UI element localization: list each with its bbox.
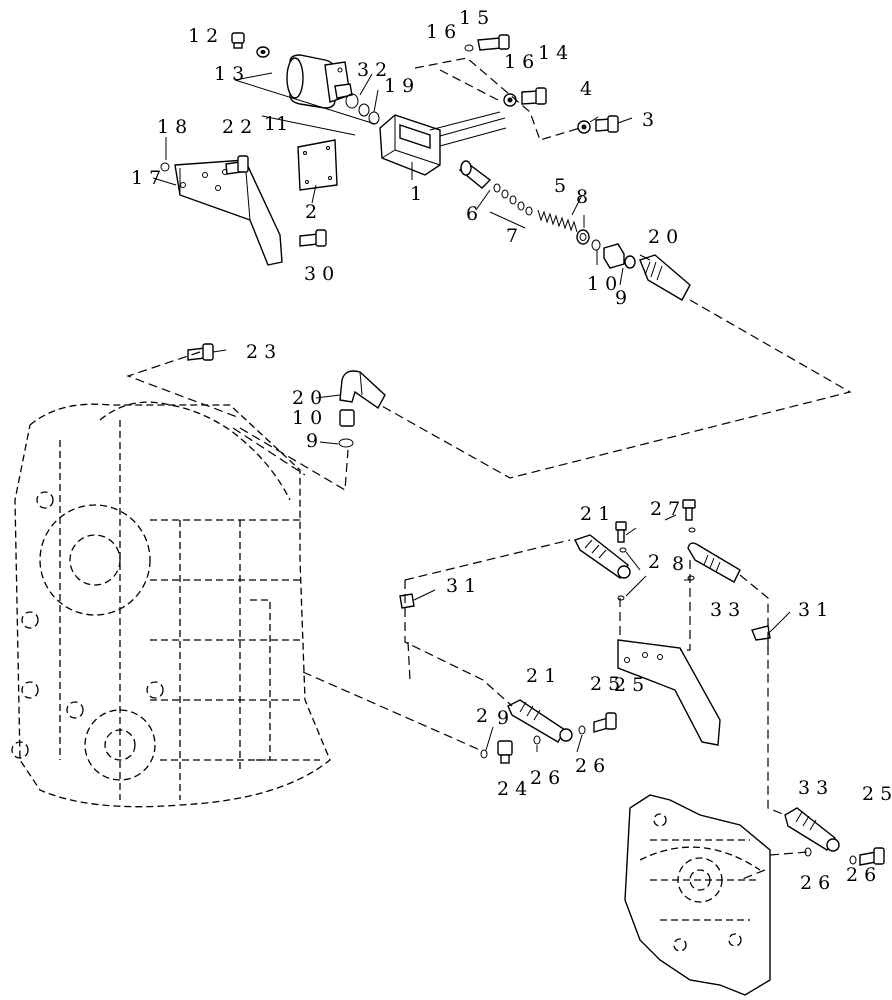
callout-25: 2 5	[590, 673, 620, 695]
callout-12: 1 2	[188, 25, 218, 47]
callout-17: 1 7	[131, 167, 161, 189]
elbow-fitting-20	[339, 370, 386, 410]
bolt-25-right	[859, 847, 885, 866]
callout-14: 1 4	[538, 42, 568, 64]
callout-2: 2	[305, 201, 317, 223]
hose-21-upper	[574, 534, 631, 579]
hose-33-upper	[687, 542, 741, 583]
leader-lines	[152, 72, 791, 753]
callout-5: 5	[554, 175, 566, 197]
bolt-25-lower	[593, 712, 617, 733]
callout-26: 2 6	[530, 767, 560, 789]
bolt-15	[464, 34, 510, 52]
callout-6: 6	[466, 203, 478, 225]
callout-8: 8	[576, 186, 588, 208]
callout-10: 1 0	[587, 273, 617, 295]
callout-23: 2 3	[246, 341, 276, 363]
callout-31: 3 1	[446, 575, 476, 597]
callout-26: 2 6	[800, 872, 830, 894]
o-ring-10-upper	[591, 239, 601, 251]
callout-9: 9	[497, 707, 509, 729]
callout-13: 1 3	[214, 63, 244, 85]
bolt-14	[503, 87, 547, 107]
spool-6	[458, 160, 492, 189]
callout-labels: 1 2 1 3 1 6 1 5 1 6 1 4 4 3 3 2 1 9 11 2…	[131, 7, 892, 894]
fitting-10-middle	[339, 409, 355, 427]
washer-8	[576, 229, 590, 245]
bolt-12	[231, 32, 270, 58]
hose-33-lower	[784, 807, 840, 852]
valve-housing	[379, 111, 507, 176]
callout-27: 2 7	[650, 498, 680, 520]
bolt-21-upper	[615, 521, 627, 543]
rings-7	[493, 183, 533, 216]
callout-10: 1 0	[292, 407, 322, 429]
callout-21: 2 1	[526, 665, 556, 687]
callout-2: 2	[476, 705, 488, 727]
callout-4: 4	[580, 78, 592, 100]
callout-32: 3 2	[357, 59, 387, 81]
callout-20: 2 0	[648, 226, 678, 248]
callout-26: 2 6	[575, 755, 605, 777]
hose-fitting-20-upper	[639, 254, 691, 301]
callout-25: 2 5	[862, 783, 892, 805]
valve-body	[624, 794, 771, 996]
callout-9: 9	[306, 430, 318, 452]
transmission-housing	[11, 401, 331, 808]
callout-2: 2	[648, 551, 660, 573]
solenoid	[286, 54, 353, 109]
callout-9: 9	[615, 287, 627, 309]
callout-25: 2 5	[614, 674, 644, 696]
callout-7: 7	[506, 225, 518, 247]
bracket-17	[160, 159, 283, 266]
callout-21: 2 1	[580, 503, 610, 525]
bolt-22	[225, 155, 249, 175]
bolt-30	[299, 229, 327, 247]
gasket-2	[297, 139, 338, 191]
small-rings-lower	[480, 725, 586, 759]
fitting-9-upper	[603, 243, 636, 269]
callout-15: 1 5	[459, 7, 489, 29]
callout-1: 1	[410, 183, 422, 205]
callout-19: 1 9	[384, 75, 414, 97]
callout-20: 2 0	[292, 387, 322, 409]
callout-16: 1 6	[426, 21, 456, 43]
bolt-27	[682, 499, 696, 521]
bolt-3	[577, 115, 619, 134]
callout-22: 2 2	[222, 116, 252, 138]
callout-8: 8	[672, 553, 684, 575]
callout-18: 1 8	[157, 116, 187, 138]
spring-5	[537, 209, 578, 233]
callout-33: 3 3	[710, 599, 740, 621]
callout-31: 3 1	[798, 599, 828, 621]
callout-24: 2 4	[497, 778, 527, 800]
clip-31-right	[751, 625, 771, 641]
callout-30: 3 0	[304, 263, 334, 285]
clip-31-left	[399, 593, 415, 609]
fitting-24	[497, 740, 513, 764]
callout-3: 3	[642, 109, 654, 131]
o-ring-9-middle	[338, 438, 354, 448]
assembly-lines	[126, 57, 852, 881]
bracket-25	[617, 639, 721, 746]
callout-33: 3 3	[798, 777, 828, 799]
callout-16: 1 6	[504, 51, 534, 73]
bolt-23	[187, 343, 214, 361]
callout-26: 2 6	[846, 864, 876, 886]
callout-11: 11	[264, 113, 288, 135]
hose-21-lower	[507, 699, 573, 743]
